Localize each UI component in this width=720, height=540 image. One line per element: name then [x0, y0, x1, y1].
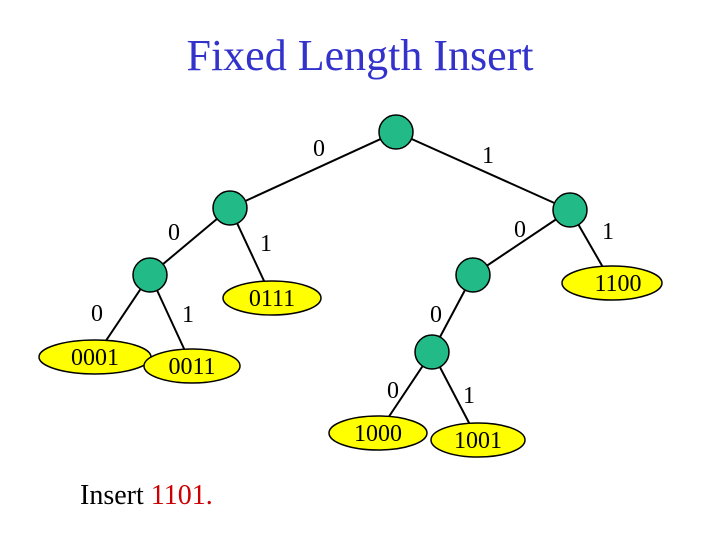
caption-key: 1101 [150, 480, 206, 511]
leaf-0011-label: 0011 [168, 354, 215, 380]
edge-label-n00-left: 0 [91, 301, 103, 327]
leaf-1100 [561, 265, 663, 301]
edge-label-n0-left: 0 [168, 220, 180, 246]
edge-n1-left [472, 209, 571, 276]
edge-label-n0-right: 1 [260, 231, 272, 257]
insert-caption: Insert 1101. [80, 480, 213, 512]
edge-label-n00-right: 1 [182, 302, 194, 328]
leaf-0111 [222, 280, 322, 316]
slide-title: Fixed Length Insert [186, 31, 534, 80]
leaf-0011 [143, 348, 241, 384]
edge-label-n1-right: 1 [602, 219, 614, 245]
edge-label-root-left: 0 [313, 136, 325, 162]
node-root [378, 114, 414, 150]
leaf-1000 [328, 415, 428, 451]
caption-suffix: . [205, 480, 213, 511]
edge-label-n100-right: 1 [463, 383, 475, 409]
edge-label-root-right: 1 [482, 143, 494, 169]
leaf-0001-label: 0001 [71, 345, 119, 371]
node-10 [455, 257, 491, 293]
edge-root-right [395, 131, 571, 211]
leaf-1001 [430, 422, 526, 458]
edge-label-n1-left: 0 [514, 217, 526, 243]
node-1 [552, 192, 588, 228]
edge-label-n100-left: 0 [387, 378, 399, 404]
node-0 [212, 190, 248, 226]
leaf-1001-label: 1001 [454, 428, 502, 454]
edge-root-left [229, 131, 397, 209]
leaf-0111-label: 0111 [249, 286, 295, 312]
leaf-1100-label: 1100 [594, 271, 641, 297]
caption-prefix: Insert [80, 480, 151, 511]
node-100 [414, 334, 450, 370]
leaf-1000-label: 1000 [354, 421, 402, 447]
node-00 [132, 257, 168, 293]
edge-label-n10-left: 0 [430, 302, 442, 328]
